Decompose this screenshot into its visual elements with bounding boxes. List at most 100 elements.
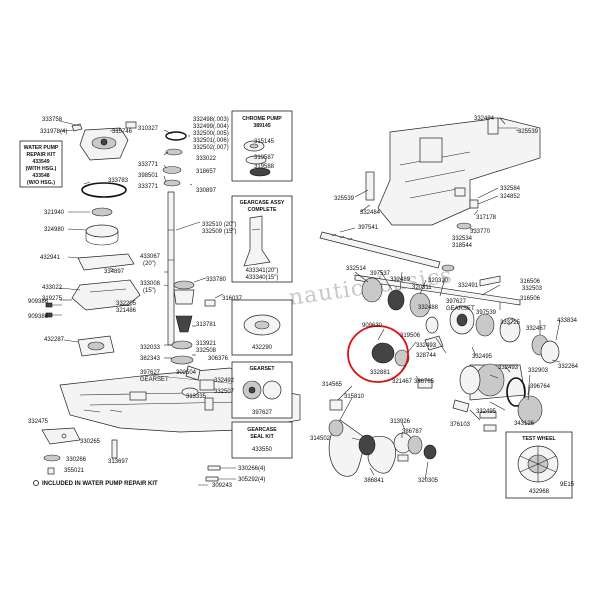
part-number: 332493 xyxy=(498,365,519,371)
part-number: 321467 xyxy=(392,379,413,385)
part-number: 332510 (20") xyxy=(202,222,237,228)
part-number: 313926 xyxy=(390,419,411,425)
part-number: 324980 xyxy=(44,227,65,233)
part-number: 333008 xyxy=(140,281,161,287)
leader-lines-right xyxy=(337,117,561,481)
part-number: 333783 xyxy=(108,178,129,184)
part-number: 433834 xyxy=(557,318,578,324)
propeller-group xyxy=(328,399,437,477)
part-number: 309243 xyxy=(212,483,233,489)
part-number: 397627 xyxy=(446,299,467,305)
part-number: 328744 xyxy=(416,353,437,359)
part-number: 331978(4) xyxy=(40,129,67,135)
part-number: 332489 xyxy=(390,277,411,283)
part-number: 386841 xyxy=(364,478,385,484)
part-number: 332501(.006) xyxy=(193,138,229,144)
part-number: 333758 xyxy=(42,117,63,123)
part-number: 332534 xyxy=(452,236,473,242)
part-number: 397539 xyxy=(476,310,497,316)
part-number: 318657 xyxy=(196,169,217,175)
part-number: 332514 xyxy=(346,266,367,272)
part-number: 332467 xyxy=(526,326,547,332)
part-number: 332499(.004) xyxy=(193,124,229,130)
box-note: (W/O HSG.) xyxy=(27,180,55,186)
part-number: 320305 xyxy=(418,478,439,484)
part-number: 314502 xyxy=(310,436,331,442)
part-number: 319588 xyxy=(254,164,275,170)
part-number: 332491 xyxy=(458,283,479,289)
part-number: 332508 xyxy=(196,348,217,354)
chrome-pump-box: CHROME PUMP 389145 xyxy=(231,110,293,182)
part-number: 320311 xyxy=(412,285,432,291)
part-number: 332475 xyxy=(28,419,49,425)
part-number: 386787 xyxy=(402,429,423,435)
part-number: 332494 xyxy=(474,116,495,122)
box-title: REPAIR KIT xyxy=(26,152,56,158)
part-number: 305292(4) xyxy=(238,477,265,483)
box-part-number: 433340(15") xyxy=(246,275,279,281)
box-title: COMPLETE xyxy=(248,207,277,213)
part-number: 310327 xyxy=(138,126,159,132)
leader-lines-left xyxy=(59,120,133,343)
part-number: 330897 xyxy=(196,188,217,194)
part-number: 330266(4) xyxy=(238,466,265,472)
part-number: 314565 xyxy=(322,382,343,388)
part-number: 397537 xyxy=(370,271,391,277)
part-number: 325539 xyxy=(518,129,539,135)
part-number: 313335 xyxy=(186,394,207,400)
part-number: 332584 xyxy=(500,186,521,192)
part-number: 313781 xyxy=(196,322,217,328)
part-number: 325539 xyxy=(334,196,355,202)
part-number: 398501 xyxy=(138,173,159,179)
box-title: SEAL KIT xyxy=(250,434,274,440)
gearcase-seal-kit-box: GEARCASE SEAL KIT 433550 xyxy=(231,421,293,459)
part-number: 334897 xyxy=(104,269,125,275)
part-number: 332509 (15") xyxy=(202,229,237,235)
part-number: 320310 xyxy=(428,278,449,284)
part-number: 909630 xyxy=(362,323,383,329)
part-number: 397627 xyxy=(140,370,161,376)
part-number: 332033 xyxy=(140,345,161,351)
part-number: 313697 xyxy=(108,459,129,465)
part-number: 324852 xyxy=(500,194,521,200)
box-title: GEARCASE xyxy=(247,427,277,433)
part-number: 316506 xyxy=(520,279,541,285)
part-number: 355021 xyxy=(64,468,85,474)
part-number: 397541 xyxy=(358,225,379,231)
part-number: 318544 xyxy=(452,243,473,249)
part-number: 319587 xyxy=(254,155,275,161)
part-number: GEARSET xyxy=(446,306,475,312)
part-number: 317178 xyxy=(476,215,497,221)
box-note: (WITH HSG.) xyxy=(26,166,57,172)
part-number: 315810 xyxy=(344,394,365,400)
leader-lines-center xyxy=(163,129,207,359)
gearset-box: GEARSET 397627 xyxy=(231,361,293,419)
box-title: GEARSET xyxy=(249,366,275,372)
bearing-box: 432290 xyxy=(231,299,293,356)
driveshaft-group xyxy=(162,131,224,411)
part-number: 332881 xyxy=(370,370,391,376)
box-part-number: 397627 xyxy=(252,410,273,416)
footnote: INCLUDED IN WATER PUMP REPAIR KIT xyxy=(33,480,158,487)
part-number: 332495 xyxy=(476,409,497,415)
box-part-number: 433548 xyxy=(32,173,49,179)
box-title: CHROME PUMP xyxy=(242,116,282,122)
part-number: 321486 xyxy=(116,308,137,314)
part-number: GEARSET xyxy=(140,377,169,383)
part-number: (20") xyxy=(143,261,156,267)
part-number: 330265 xyxy=(80,439,101,445)
part-number: 332502(.007) xyxy=(193,145,229,151)
part-number: 315145 xyxy=(254,139,275,145)
part-number: 302504 xyxy=(176,370,197,376)
box-title: TEST WHEEL xyxy=(522,436,556,442)
part-number: 332498(.003) xyxy=(193,117,229,123)
part-number: 332500(.005) xyxy=(193,131,229,137)
box-part-number: 389145 xyxy=(253,123,270,129)
part-number: 333770 xyxy=(470,229,491,235)
part-number: 330266 xyxy=(66,457,87,463)
part-number: 396764 xyxy=(530,384,551,390)
part-number: 386765 xyxy=(414,379,435,385)
part-number: 333725 xyxy=(500,320,521,326)
part-number: 315746 xyxy=(112,129,133,135)
